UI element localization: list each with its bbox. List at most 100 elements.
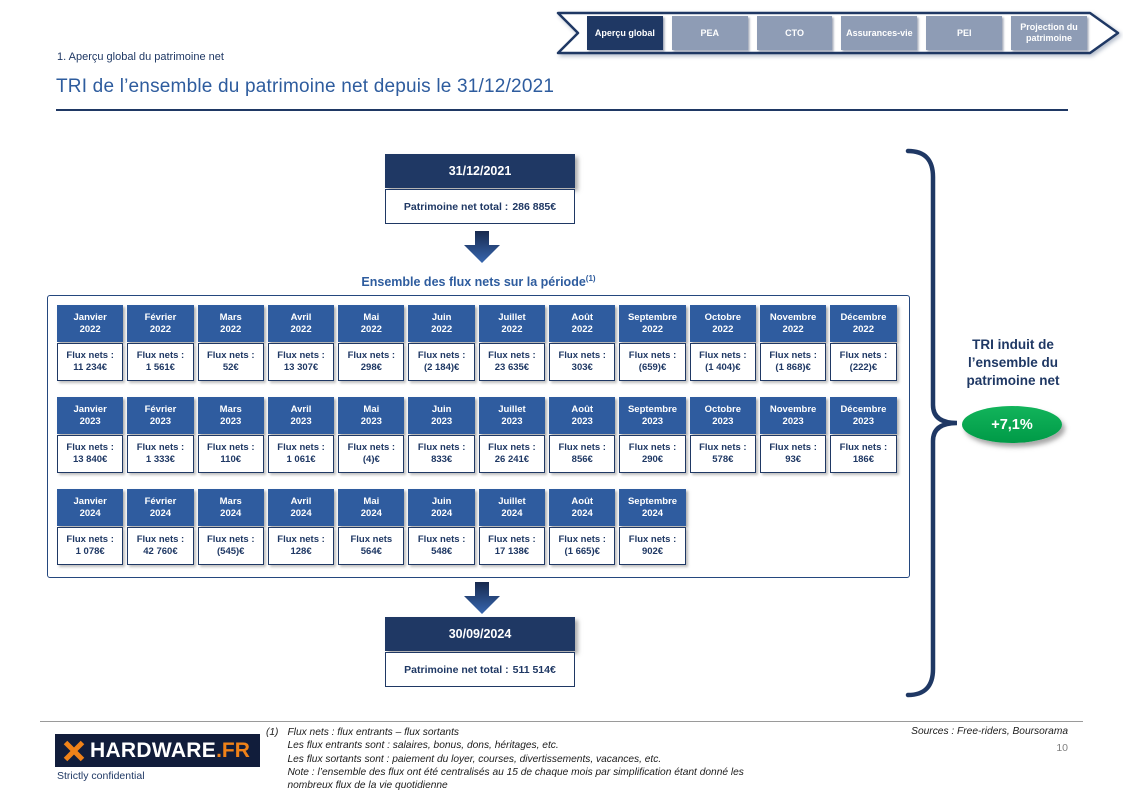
logo-text: HARDWARE bbox=[90, 738, 217, 762]
flux-cell-value: Flux nets :(1 665)€ bbox=[549, 527, 616, 565]
hardware-logo-icon bbox=[63, 740, 85, 762]
flux-cell-value: Flux nets :(1 404)€ bbox=[689, 343, 756, 381]
flux-cell-value: Flux nets :23 635€ bbox=[478, 343, 546, 381]
tab-cto[interactable]: CTO bbox=[756, 16, 833, 50]
footnote-line: nombreux flux de la vie quotidienne bbox=[287, 780, 448, 791]
page-title: TRI de l’ensemble du patrimoine net depu… bbox=[56, 76, 555, 97]
flux-cell-value: Flux nets :(4)€ bbox=[338, 435, 405, 473]
flux-cell-value: Flux nets :42 760€ bbox=[127, 527, 194, 565]
footer-divider bbox=[40, 721, 1083, 722]
start-box-date: 31/12/2021 bbox=[385, 154, 575, 188]
flux-cell-value: Flux nets :1 561€ bbox=[127, 343, 194, 381]
footnote-line: Les flux entrants sont : salaires, bonus… bbox=[287, 740, 559, 752]
arrow-down-icon bbox=[464, 582, 500, 614]
end-box-total: Patrimoine net total : 511 514€ bbox=[385, 652, 575, 687]
flux-cell-value: Flux nets :578€ bbox=[689, 435, 756, 473]
flux-cell-value: Flux nets :902€ bbox=[619, 527, 686, 565]
tab-pea[interactable]: PEA bbox=[671, 16, 748, 50]
tri-label-line: TRI induit de bbox=[972, 337, 1054, 352]
flux-cell-value: Flux nets :1 061€ bbox=[267, 435, 335, 473]
flux-heading-footnote-ref: (1) bbox=[585, 274, 596, 283]
confidential-label: Strictly confidential bbox=[57, 770, 145, 782]
flux-cell-value: Flux nets :52€ bbox=[197, 343, 264, 381]
start-box: 31/12/2021 Patrimoine net total : 286 88… bbox=[385, 154, 575, 224]
tab-pei[interactable]: PEI bbox=[926, 16, 1003, 50]
start-box-value: 286 885€ bbox=[512, 200, 557, 213]
flux-cell-value: Flux nets :26 241€ bbox=[478, 435, 546, 473]
title-underline bbox=[56, 109, 1068, 111]
end-box-value: 511 514€ bbox=[512, 663, 556, 676]
start-box-label: Patrimoine net total : bbox=[403, 200, 509, 213]
end-box: 30/09/2024 Patrimoine net total : 511 51… bbox=[385, 617, 575, 687]
footnote-line: Flux nets : flux entrants – flux sortant… bbox=[287, 727, 460, 738]
flux-cell-value: Flux nets :11 234€ bbox=[57, 343, 124, 381]
flux-cell-value: Flux nets :1 078€ bbox=[57, 527, 124, 565]
logo-suffix: .FR bbox=[216, 738, 250, 762]
footnote-line: Les flux sortants sont : paiement du loy… bbox=[287, 753, 662, 765]
footnote: (1) Flux nets : flux entrants – flux sor… bbox=[266, 726, 846, 792]
flux-cell-value: Flux nets :833€ bbox=[408, 435, 475, 473]
tri-label-line: patrimoine net bbox=[966, 373, 1060, 389]
flux-cell-value: Flux nets :110€ bbox=[197, 435, 264, 473]
footnote-line: Note : l’ensemble des flux ont été centr… bbox=[287, 766, 744, 778]
flux-cell-value: Flux nets :186€ bbox=[830, 435, 897, 473]
tab-assurances-vie[interactable]: Assurances-vie bbox=[841, 16, 918, 50]
arrow-down-icon bbox=[464, 231, 500, 263]
flux-cell-value: Flux nets :1 333€ bbox=[127, 435, 194, 473]
tab-projection-du-patrimoine[interactable]: Projection du patrimoine bbox=[1011, 16, 1087, 50]
flux-cell-value: Flux nets :298€ bbox=[338, 343, 405, 381]
end-box-label: Patrimoine net total : bbox=[404, 663, 509, 676]
flux-cell-value: Flux nets :13 307€ bbox=[267, 343, 335, 381]
tab-aper-u-global[interactable]: Aperçu global bbox=[587, 16, 663, 50]
flux-cell-value: Flux nets :(222)€ bbox=[830, 343, 897, 381]
tri-value-badge: +7,1% bbox=[962, 406, 1062, 443]
flux-cell-value: Flux nets :856€ bbox=[549, 435, 616, 473]
hardware-logo: HARDWARE.FR bbox=[55, 734, 260, 767]
